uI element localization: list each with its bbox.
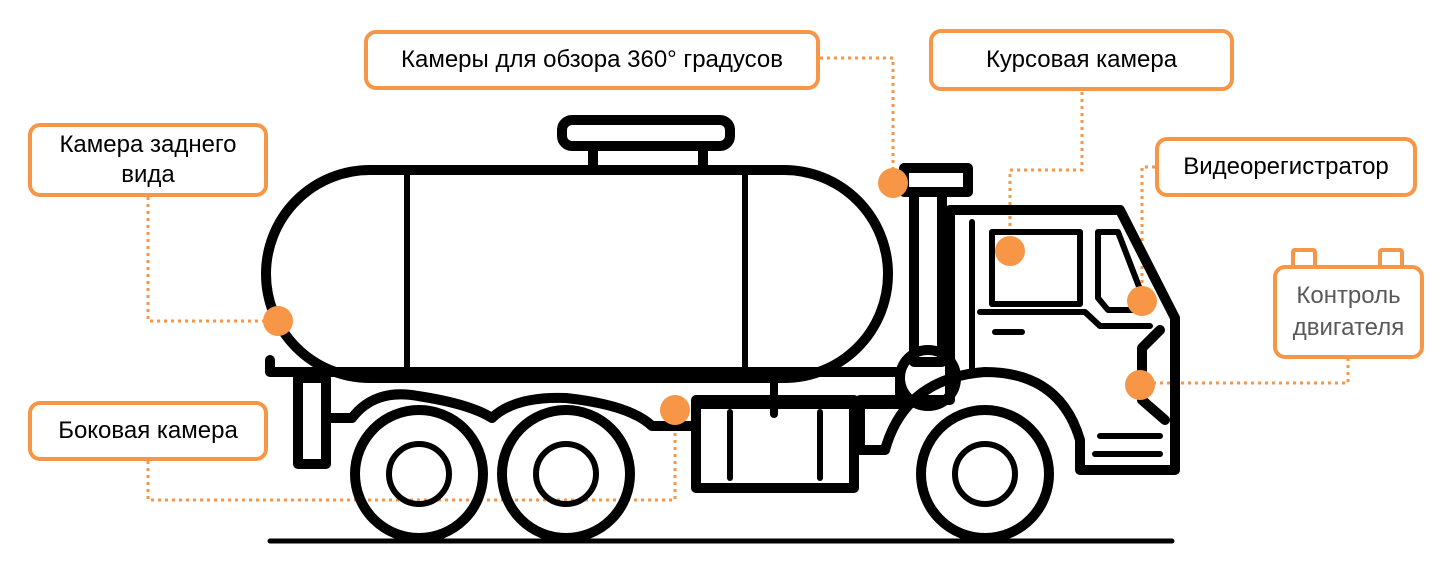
callout-course-camera: Курсовая камера [929, 29, 1234, 91]
leader-line-course-camera [1008, 92, 1084, 250]
tank-body [261, 165, 893, 383]
marker-360-camera [878, 168, 908, 198]
rear-wheel-2 [497, 405, 635, 543]
cab-window-side [989, 229, 1083, 307]
rear-bumper [293, 373, 331, 469]
callout-side-camera: Боковая камера [28, 401, 268, 461]
leader-line-engine-control [1140, 358, 1350, 385]
callout-dashcam: Видеорегистратор [1155, 137, 1417, 197]
callout-360-camera-label: Камеры для обзора 360° градусов [401, 46, 783, 73]
callout-engine-control: Контроль двигателя [1273, 265, 1424, 359]
callout-course-camera-label: Курсовая камера [985, 46, 1178, 73]
callout-360-camera: Камеры для обзора 360° градусов [364, 30, 820, 90]
leader-line-side-camera [146, 410, 677, 502]
camera-markers [263, 168, 1157, 425]
callout-rear-camera-line1: Камера заднего [59, 131, 237, 158]
marker-engine-control [1125, 370, 1155, 400]
callout-side-camera-label: Боковая камера [58, 417, 238, 444]
callout-rear-camera: Камера заднего вида [28, 123, 268, 197]
front-wheel [916, 405, 1054, 543]
callout-engine-control-line2: двигателя [1292, 314, 1405, 341]
callout-engine-control-line1: Контроль [1296, 282, 1401, 309]
leader-line-rear-camera [146, 197, 278, 323]
callout-dashcam-label: Видеорегистратор [1183, 153, 1389, 180]
battery-terminals [1291, 248, 1404, 270]
marker-course-camera [995, 236, 1025, 266]
truck-outline [261, 115, 1180, 544]
callout-rear-camera-line2: вида [121, 161, 175, 188]
cab-window-front [1095, 229, 1151, 313]
marker-dashcam [1127, 286, 1157, 316]
air-intake-cap [899, 163, 973, 197]
cab-door-bottom [977, 309, 1153, 329]
air-intake-pipe [909, 187, 947, 367]
marker-side-camera [660, 395, 690, 425]
leader-line-360-camera [820, 56, 895, 182]
marker-rear-camera [263, 306, 293, 336]
rear-fender [321, 389, 701, 431]
cab-body [855, 205, 1180, 475]
rear-wheel-1 [350, 405, 488, 543]
